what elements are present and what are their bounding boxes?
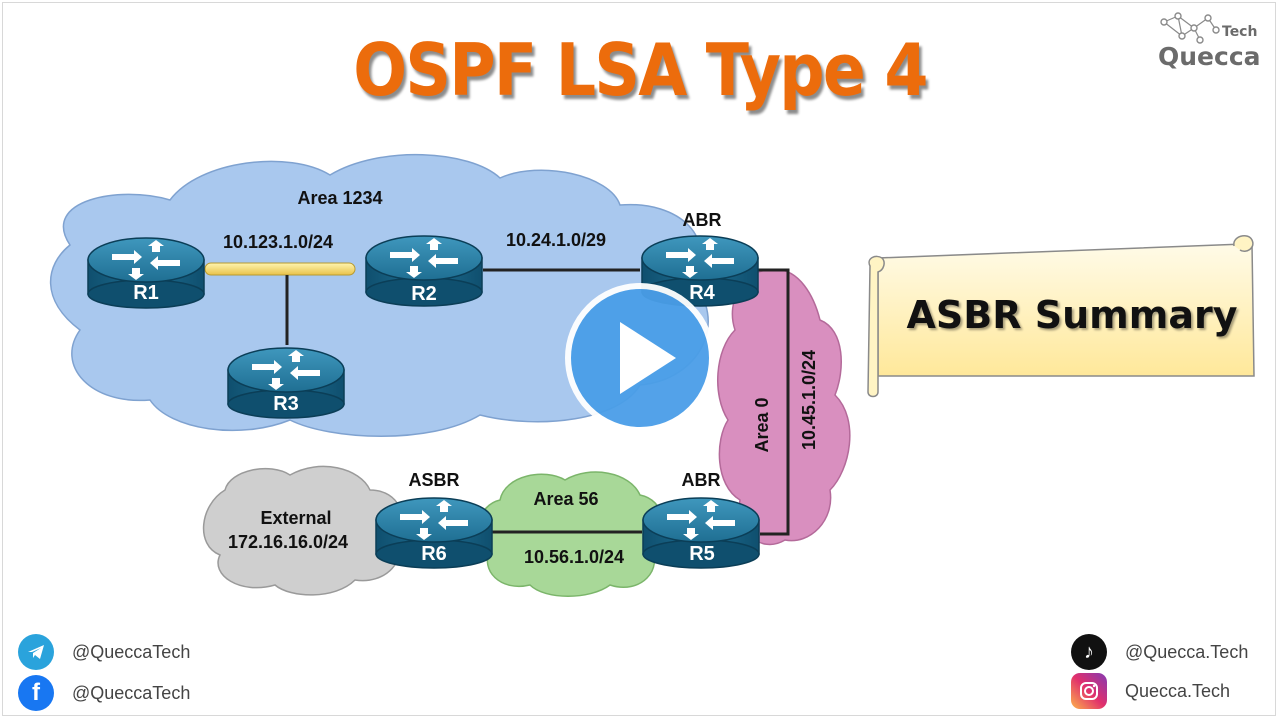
external-cloud <box>203 465 403 596</box>
area-0-cloud <box>717 268 851 546</box>
link-r1-r2 <box>204 262 356 276</box>
instagram-link[interactable]: Quecca.Tech <box>1071 673 1230 709</box>
logo-brand-text: Quecca <box>1158 42 1261 71</box>
telegram-link[interactable]: @QueccaTech <box>18 634 190 670</box>
facebook-icon: f <box>18 675 54 711</box>
area-1234-label: Area 1234 <box>297 188 382 208</box>
asbr-summary-scroll: ASBR Summary <box>867 235 1255 398</box>
logo-sub-text: Tech <box>1222 24 1258 40</box>
router-r6-label: R6 <box>421 543 447 565</box>
tiktok-icon: ♪ <box>1071 634 1107 670</box>
telegram-handle: @QueccaTech <box>72 641 191 662</box>
play-icon <box>620 322 676 394</box>
router-r5-label: R5 <box>689 543 715 565</box>
router-r4-label: R4 <box>689 282 715 304</box>
callout-text: ASBR Summary <box>907 293 1238 337</box>
r4-role-label: ABR <box>683 210 722 230</box>
play-button[interactable] <box>565 283 715 433</box>
link-r2-r4-label: 10.24.1.0/29 <box>506 230 606 250</box>
facebook-link[interactable]: f @QueccaTech <box>18 675 190 711</box>
router-r1-label: R1 <box>133 282 159 304</box>
facebook-handle: @QueccaTech <box>72 682 191 703</box>
tiktok-handle: @Quecca.Tech <box>1125 641 1249 662</box>
quecca-logo-icon <box>1160 12 1220 44</box>
area-0-label: Area 0 <box>752 397 772 452</box>
link-r4-r5 <box>758 268 790 536</box>
link-r4-r5-label: 10.45.1.0/24 <box>799 350 819 450</box>
telegram-icon <box>18 634 54 670</box>
area-56-label: Area 56 <box>533 489 598 509</box>
external-network-label: 172.16.16.0/24 <box>228 532 348 552</box>
link-r6-r5-label: 10.56.1.0/24 <box>524 547 624 567</box>
r5-role-label: ABR <box>682 470 721 490</box>
link-r1-r2-label: 10.123.1.0/24 <box>223 232 333 252</box>
instagram-icon <box>1071 673 1107 709</box>
instagram-handle: Quecca.Tech <box>1125 680 1231 701</box>
router-r3-label: R3 <box>273 393 299 415</box>
router-r2-label: R2 <box>411 283 437 305</box>
external-label: External <box>260 508 331 528</box>
slide-title: OSPF LSA Type 4 <box>353 28 928 112</box>
r6-role-label: ASBR <box>408 470 459 490</box>
tiktok-link[interactable]: ♪ @Quecca.Tech <box>1071 634 1248 670</box>
